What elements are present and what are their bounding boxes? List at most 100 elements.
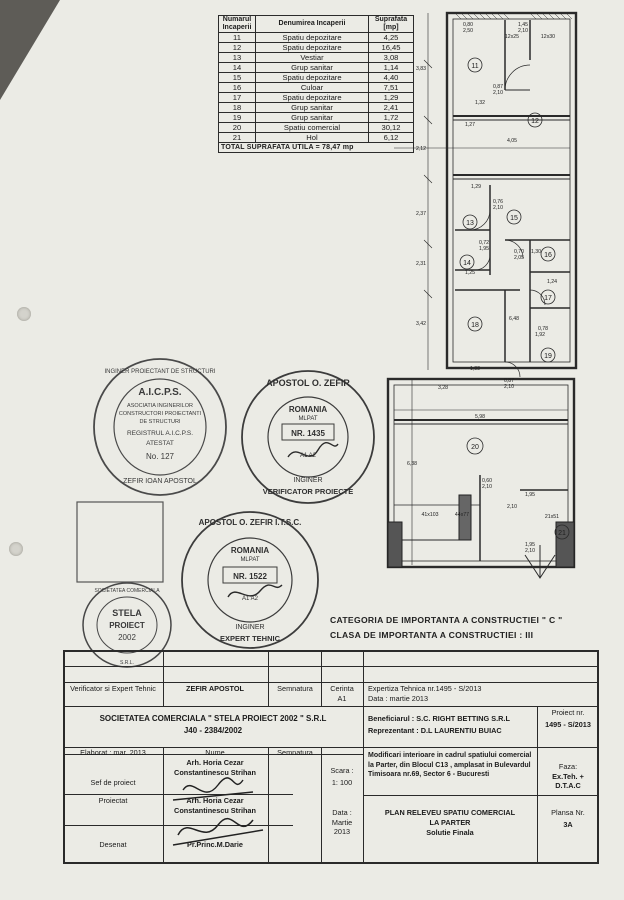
room-number-label: 19 [544,353,552,360]
stela-stamp: STELA PROIECT 2002 SOCIETATEA COMERCIALA… [82,582,172,668]
dimension-label: 1,95 [525,492,535,498]
room-number-label: 13 [466,220,474,227]
stamp-text: DE STRUCTURI [140,419,181,425]
stamp-text: A1 A2 [242,596,259,602]
stamp-text: VERIFICATOR PROIECTE [263,487,354,496]
stamp-text: EXPERT TEHNIC [220,634,281,643]
proiect-nr-value: 1495 - S/2013 [545,720,591,729]
dimension-label: 2,12 [416,146,426,152]
punch-hole [17,307,31,321]
hatched-wall [454,12,573,20]
faza-label: Faza: [558,762,578,771]
room-number-label: 15 [510,215,518,222]
sef-proiect-name-2: Constantinescu Strihan [174,768,256,777]
dimension-label: 1,92 [535,332,545,338]
dimension-label: 2,10 [482,484,492,490]
lower-block-outline [386,377,576,569]
stamp-text: MLPAT [298,416,317,422]
stamp-text: APOSTOL O. ZEFIR I.T.S.C. [199,518,302,527]
scara-label: Scara : [330,766,354,775]
dimension-label: 0,78 [538,326,548,332]
class-line: CLASA DE IMPORTANTA A CONSTRUCTIEI : III [330,630,534,640]
stamp-text: NR. 1435 [291,429,325,438]
dimension-label: 2,10 [493,205,503,211]
registry-stamp: ORDINUL ARHITECTILOR DIN ROMANIA 2004 Ho… [76,501,164,583]
dimension-label: 3,83 [416,66,426,72]
stamp-text: ROMANIA [231,546,269,555]
column-header-area: Suprafata [mp] [368,15,414,33]
expertiza-date: Data : martie 2013 [368,694,429,703]
proiectat-name-2: Constantinescu Strihan [174,806,256,815]
expert-stamp: APOSTOL O. ZEFIR I.T.S.C. ROMANIA MLPAT … [181,511,319,649]
plan-title-2: LA PARTER [429,818,471,827]
beneficiar: Beneficiarul : S.C. RIGHT BETTING S.R.L [368,714,510,723]
proiect-nr-label: Proiect nr. [551,708,585,717]
dimension-label: 1,95 [479,246,489,252]
dimension-label: 12x25 [505,34,519,40]
dimension-label: 0,87 [493,84,503,90]
dimension-label: 2,31 [416,261,426,267]
dimension-label: 1,45 [518,22,528,28]
proiectat-label: Proiectat [98,796,128,805]
dimension-label: 2,05 [514,255,524,261]
stamp-text: APOSTOL O. ZEFIR [266,378,350,388]
faza-value: Ex.Teh. + D.T.A.C [552,772,584,790]
room-number-label: 11 [471,63,478,70]
stamp-text: ASOCIATIA INGINERILOR [127,403,193,409]
desenat-label: Desenat [99,840,127,849]
stamp-text: INGINER PROIECTANT DE STRUCTURI [104,369,215,375]
semnatura-label-2: Semnatura [277,748,313,757]
room-11-marker [467,57,483,73]
stamp-text: ZEFIR IOAN APOSTOL [123,478,197,485]
dimension-label: 0,76 [493,199,503,205]
stamp-text: INGINER [235,624,264,631]
company-registration: J40 - 2384/2002 [183,726,243,735]
proiectat-name-1: Arh. Horia Cezar [186,796,244,805]
scara-value: 1: 100 [331,778,353,787]
category-line: CATEGORIA DE IMPORTANTA A CONSTRUCTIEI "… [330,615,563,625]
stamp-text: STELA [112,608,142,618]
stamp-text: No. 127 [146,452,175,461]
dimension-label: 0,80 [463,22,473,28]
dimension-label: 0,72 [479,240,489,246]
plansa-value: 3A [563,820,573,829]
room-number-label: 12 [531,118,539,125]
punch-hole [9,542,23,556]
expertiza-number: Expertiza Tehnica nr.1495 - S/2013 [368,684,482,693]
dimension-label: 1,95 [525,542,535,548]
stamp-text: MLPAT [240,557,259,563]
sef-proiect-label: Sef de proiect [90,778,136,787]
dimension-label: 2,10 [493,90,503,96]
dimension-label: 6,38 [407,461,417,467]
room-number-label: 16 [544,252,552,259]
dimension-label: 41x103 [421,512,438,518]
dimension-label: 0,87 [504,378,514,384]
plan-title-3: Solutie Finala [426,828,474,837]
stamp-text: 2002 [118,633,136,642]
upper-block-inner [452,18,571,363]
dimension-label: 2,10 [525,548,535,554]
room-number-label: 21 [558,530,566,537]
dimension-label: 1,30 [531,249,541,255]
cerinta-value: A1 [337,694,347,703]
room-number-label: 17 [544,295,552,302]
company-name: SOCIETATEA COMERCIALA " STELA PROIECT 20… [99,714,327,723]
dimension-label: 2,37 [416,211,426,217]
dimension-label: 1,27 [465,122,475,128]
dimension-label: 1,32 [475,100,485,106]
dimension-label: 0,70 [514,249,524,255]
dimension-label: 6,48 [509,316,519,322]
dimension-label: 12x30 [541,34,555,40]
desenat-name: Pr.Princ.M.Darie [187,840,243,849]
dimension-label: 1,25 [465,270,475,276]
semnatura-label: Semnatura [277,684,313,693]
dimension-label: 2,10 [518,28,528,34]
stamp-text: ATESTAT [146,440,174,447]
stamp-text: S.R.L. [120,660,134,666]
plan-title-1: PLAN RELEVEU SPATIU COMERCIAL [384,808,516,817]
dimension-label: 2,10 [507,504,517,510]
total-area: TOTAL SUPRAFATA UTILA = 78,47 mp [218,142,414,153]
nume-label: Nume [205,748,225,757]
